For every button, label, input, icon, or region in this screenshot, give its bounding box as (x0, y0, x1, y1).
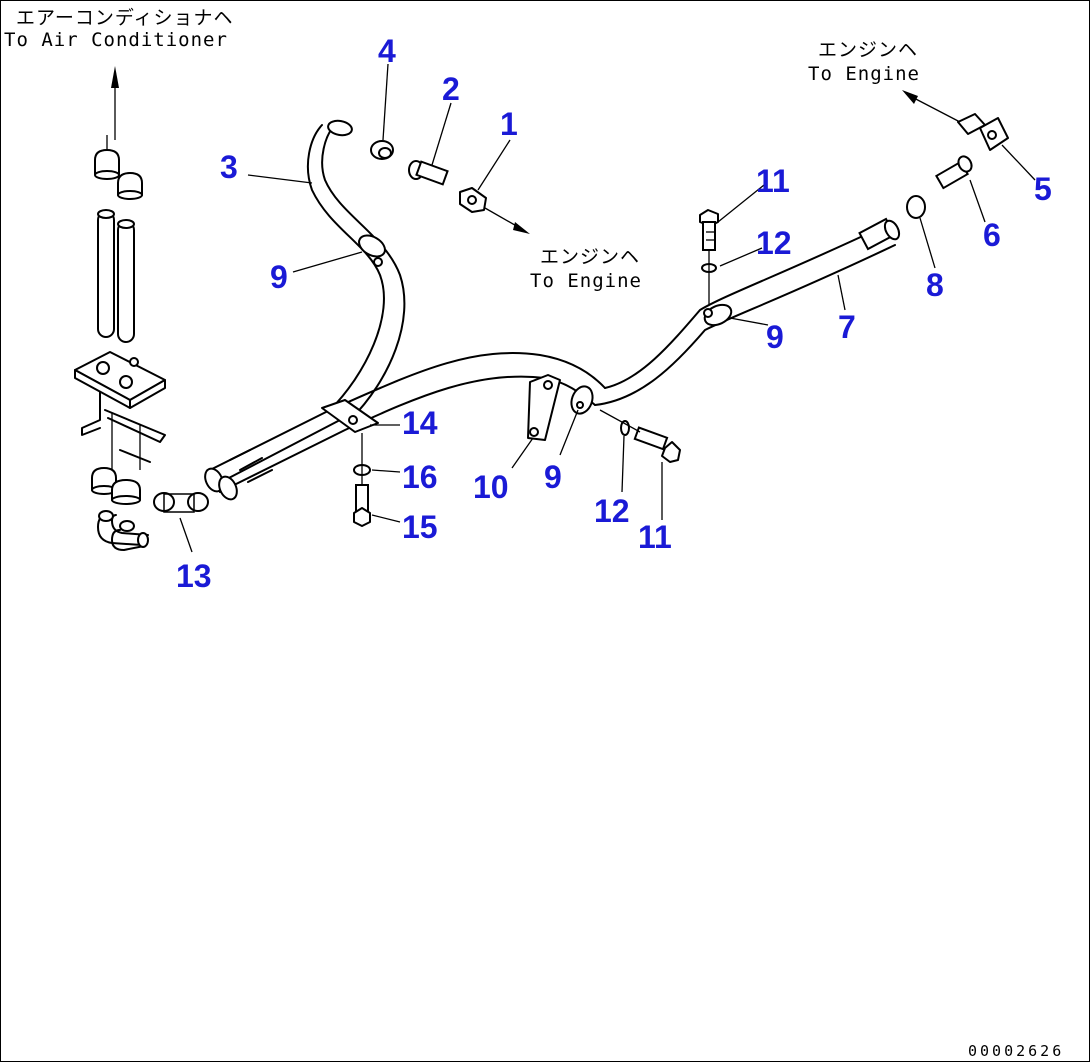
engine-top-note-en: To Engine (808, 63, 920, 85)
callout-3: 3 (220, 149, 238, 185)
fittings-top (353, 90, 1009, 527)
air-conditioner-note-en: To Air Conditioner (4, 29, 228, 51)
callout-9-right: 9 (766, 319, 784, 355)
callout-10: 10 (473, 469, 509, 505)
callout-1: 1 (500, 106, 518, 142)
callout-7: 7 (838, 309, 856, 345)
callout-13: 13 (176, 558, 212, 594)
air-conditioner-note-jp: エアーコンディショナヘ (16, 7, 234, 29)
callout-4: 4 (378, 33, 396, 69)
callout-5: 5 (1034, 171, 1052, 207)
callout-15: 15 (402, 509, 438, 545)
callout-9-center: 9 (544, 459, 562, 495)
hose-assembly (204, 119, 901, 501)
engine-mid-note-en: To Engine (530, 270, 642, 292)
callout-12-top: 12 (756, 225, 792, 261)
callout-2: 2 (442, 71, 460, 107)
callout-8: 8 (926, 267, 944, 303)
callout-9-hose: 9 (270, 259, 288, 295)
callout-11-top: 11 (756, 163, 790, 199)
callout-14: 14 (402, 405, 438, 441)
leader-lines (179, 63, 1036, 553)
engine-mid-note-jp: エンジンヘ (540, 246, 640, 268)
callout-6: 6 (983, 217, 1001, 253)
document-id: 00002626 (968, 1042, 1064, 1060)
callout-11-bottom: 11 (638, 519, 672, 555)
callout-12-bottom: 12 (594, 493, 630, 529)
engine-top-note-jp: エンジンヘ (818, 39, 918, 61)
callout-16: 16 (402, 459, 438, 495)
air-conditioner-assembly (74, 66, 209, 551)
